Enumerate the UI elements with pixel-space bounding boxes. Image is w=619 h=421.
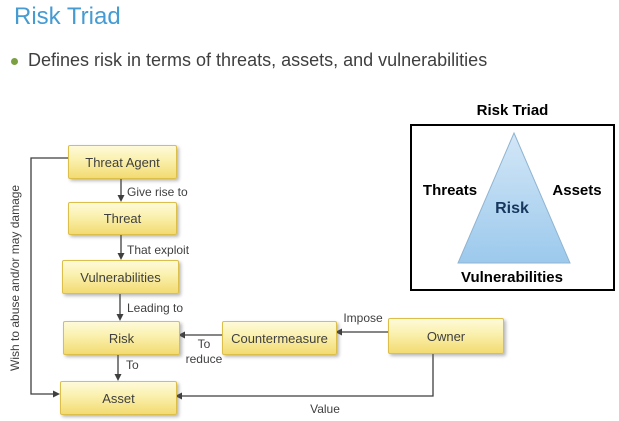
node-threat-agent-label: Threat Agent: [85, 154, 160, 170]
edge-label-leading-to: Leading to: [127, 301, 184, 315]
node-countermeasure-label: Countermeasure: [231, 330, 328, 346]
node-asset: Asset: [60, 381, 177, 415]
triad-label-vulnerabilities: Vulnerabilities: [461, 269, 563, 286]
edge-label-impose: Impose: [343, 311, 383, 325]
triad-panel: [410, 124, 615, 291]
node-owner-label: Owner: [426, 328, 466, 344]
bullet-text: Defines risk in terms of threats, assets…: [28, 50, 488, 70]
node-risk: Risk: [63, 321, 180, 355]
triad-heading: Risk Triad: [476, 102, 549, 119]
node-risk-label: Risk: [108, 330, 135, 346]
edge-label-to-reduce: To reduce: [185, 337, 223, 366]
triad-triangle: [457, 131, 571, 264]
bullet-line: Defines risk in terms of threats, assets…: [11, 50, 487, 71]
node-threat-label: Threat: [103, 211, 142, 226]
node-countermeasure: Countermeasure: [222, 321, 337, 355]
edge-label-value: Value: [310, 402, 340, 416]
node-asset-label: Asset: [102, 390, 135, 406]
edge-label-give-rise-to: Give rise to: [127, 185, 188, 199]
triad-label-threats: Threats: [422, 182, 478, 199]
node-owner: Owner: [388, 318, 504, 354]
node-vulnerabilities-label: Vulnerabilities: [80, 269, 161, 285]
edge-label-that-exploit: That exploit: [127, 243, 190, 257]
node-vulnerabilities: Vulnerabilities: [62, 260, 179, 294]
triad-label-risk: Risk: [495, 200, 529, 217]
triad-label-assets: Assets: [552, 182, 602, 199]
page-title: Risk Triad: [14, 3, 121, 30]
edge-label-wish-to-abuse: Wish to abuse and/or may damage: [8, 184, 22, 372]
node-threat: Threat: [68, 202, 177, 235]
node-threat-agent: Threat Agent: [68, 145, 177, 179]
edge-label-to: To: [126, 358, 139, 372]
bullet-icon: [11, 58, 18, 65]
